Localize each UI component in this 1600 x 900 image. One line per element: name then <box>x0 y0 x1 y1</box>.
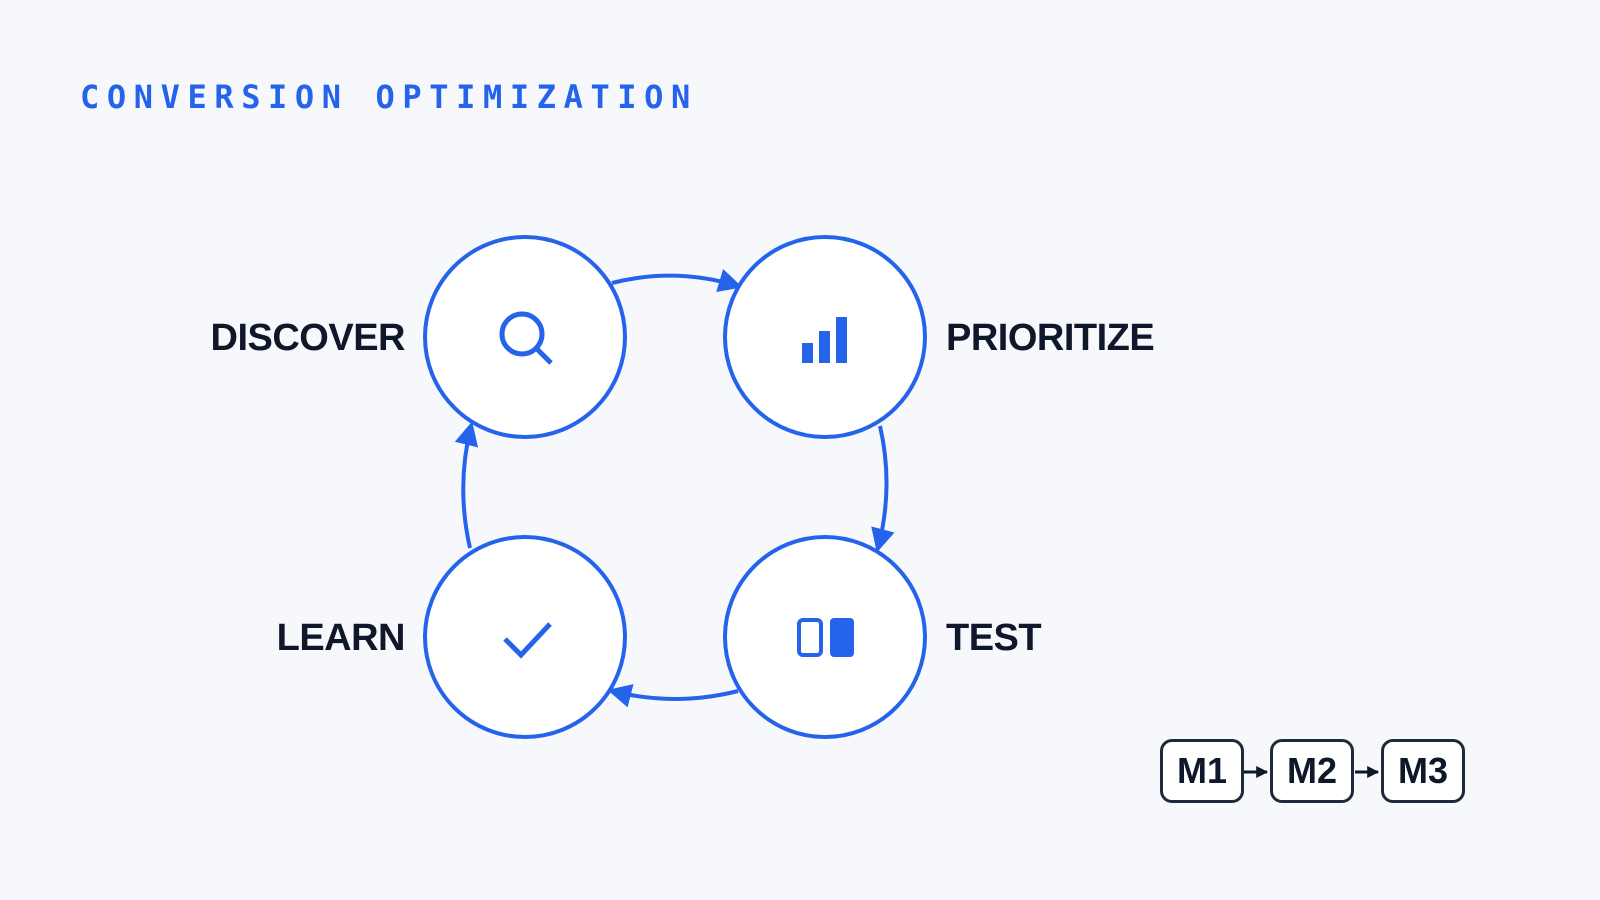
arrow-prioritize-to-test <box>871 425 895 553</box>
step-node-prioritize <box>723 235 927 439</box>
arrow-test-to-learn <box>607 684 739 708</box>
milestone-m1: M1 <box>1160 739 1244 803</box>
step-node-discover <box>423 235 627 439</box>
step-node-learn <box>423 535 627 739</box>
step-label-prioritize: PRIORITIZE <box>946 317 1155 359</box>
step-label-test: TEST <box>946 617 1042 659</box>
step-node-test <box>723 535 927 739</box>
step-label-learn: LEARN <box>276 617 406 659</box>
page-title: CONVERSION OPTIMIZATION <box>80 78 698 116</box>
arrow-discover-to-prioritize <box>611 268 743 292</box>
checkmark-icon <box>503 622 552 659</box>
milestone-m3: M3 <box>1381 739 1465 803</box>
arrow-learn-to-discover <box>454 421 479 549</box>
milestone-m2: M2 <box>1270 739 1354 803</box>
split-test-icon <box>797 618 854 657</box>
search-icon <box>499 311 553 365</box>
bar-chart-icon <box>802 317 847 363</box>
step-label-discover: DISCOVER <box>210 317 406 359</box>
